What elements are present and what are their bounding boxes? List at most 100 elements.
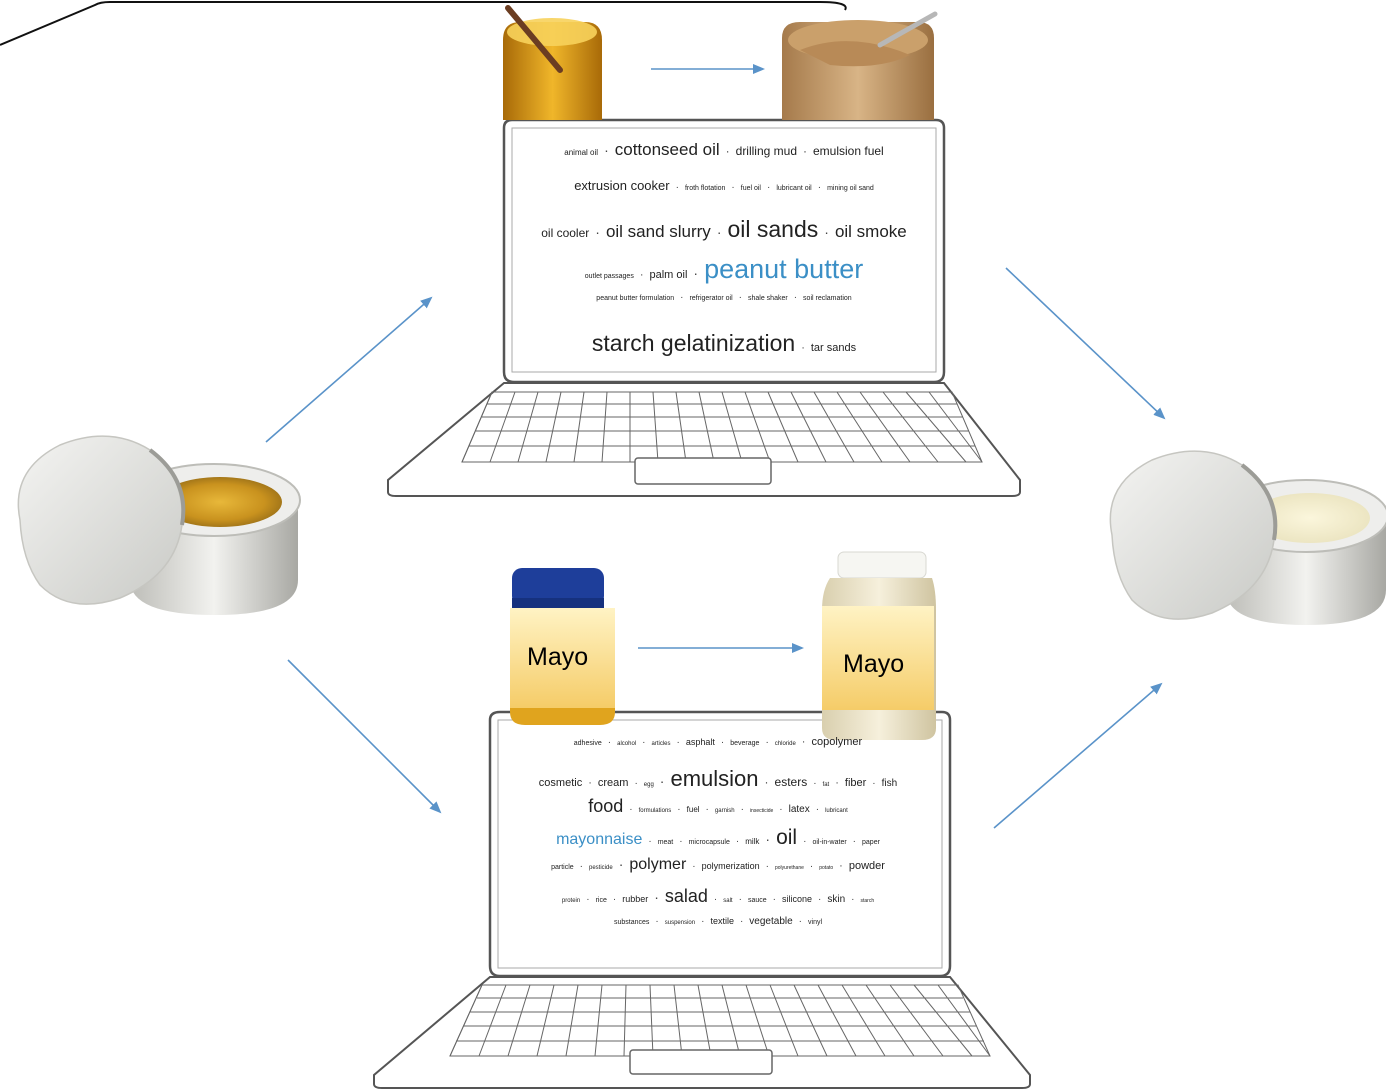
mayo-label-right-text: Mayo [843, 650, 905, 678]
word-separator: · [835, 777, 839, 789]
keyword: fuel oil [740, 185, 761, 192]
word-separator: · [817, 182, 822, 193]
word-separator: · [655, 916, 659, 927]
word-separator: · [705, 804, 709, 815]
word-cloud-line: food·formulations·fuel·garnish·insectici… [512, 796, 924, 826]
keyword: textile [710, 916, 734, 926]
word-separator: · [824, 224, 829, 240]
keyword: silicone [781, 894, 812, 904]
keyword: cream [597, 777, 629, 789]
word-separator: · [693, 265, 699, 281]
keyword: microcapsule [688, 839, 730, 846]
word-separator: · [803, 144, 807, 158]
keyword: animal oil [564, 148, 599, 157]
laptop-top-base [387, 382, 1021, 497]
keyword: emulsion fuel [813, 144, 884, 158]
keyword: starch gelatinization [591, 330, 796, 356]
word-separator: · [803, 836, 807, 847]
peanut-butter-jar [782, 11, 938, 120]
keyword: froth flotation [684, 185, 726, 192]
laptop-bottom-keyboard [449, 984, 991, 1057]
keyword: sauce [747, 897, 767, 904]
keyword: egg [643, 782, 654, 788]
keyword: vegetable [749, 916, 793, 927]
word-separator: · [764, 775, 769, 789]
keyword: substances [613, 919, 650, 926]
keyword: pesticide [589, 865, 613, 871]
keyword: emulsion [670, 766, 759, 791]
keyword: paper [862, 839, 880, 846]
keyword: fiber [844, 777, 867, 789]
word-separator: · [595, 224, 600, 240]
word-separator: · [852, 836, 857, 847]
word-separator: · [588, 777, 592, 789]
word-separator: · [725, 144, 730, 158]
cream-jar-white [1109, 450, 1386, 625]
word-separator: · [739, 916, 744, 927]
word-cloud-line: peanut butter formulation · refrigerator o… [512, 292, 936, 330]
laptop-top [387, 118, 1021, 497]
word-separator: · [872, 778, 876, 789]
mayo-label-right [822, 606, 934, 710]
keyword: soil reclamation [803, 295, 852, 302]
arrow-jar-to-bottom-laptop [287, 659, 442, 814]
keyword: tar sands [810, 342, 857, 354]
word-separator: · [618, 856, 624, 872]
arrow-bottom-laptop-to-jar [993, 682, 1163, 829]
keyword: articles [651, 741, 671, 747]
keyword: palm oil [649, 269, 688, 281]
keyword: vinyl [808, 919, 823, 926]
flow-arrows [265, 64, 1166, 829]
word-cloud-line: mayonnaise·meat·microcapsule·milk·oil·oi… [512, 826, 924, 856]
keyword-highlight: mayonnaise [556, 831, 643, 848]
word-separator: · [659, 773, 665, 789]
word-separator: · [713, 894, 718, 905]
word-separator: · [634, 778, 638, 789]
laptop-top-touchpad [634, 457, 772, 485]
arrow-jar-to-top-laptop [265, 296, 433, 443]
keyword: refrigerator oil [689, 295, 733, 302]
laptop-bottom [373, 710, 1031, 1089]
keyword: oil cooler [541, 226, 590, 240]
word-separator: · [793, 292, 798, 303]
word-separator: · [738, 894, 742, 905]
keyword: fat [822, 782, 830, 788]
keyword: polyurethane [774, 865, 804, 871]
word-separator: · [801, 342, 805, 354]
keyword: chloride [774, 741, 796, 747]
word-cloud-line: substances·suspension·textile·vegetable·… [512, 916, 924, 946]
mayo-jar-left [510, 568, 615, 725]
word-separator: · [779, 804, 783, 815]
word-separator: · [731, 182, 735, 193]
keyword: peanut butter formulation [596, 295, 675, 302]
word-separator: · [604, 142, 609, 158]
keyword: milk [745, 837, 760, 846]
word-cloud-line: animal oil·cottonseed oil·drilling mud·e… [512, 140, 936, 178]
word-separator: · [738, 292, 742, 303]
keyword: drilling mud [735, 144, 797, 158]
keyword: oil [776, 826, 798, 849]
word-separator: · [798, 916, 803, 927]
word-cloud-line: adhesive·alcohol·articles·asphalt·bevera… [512, 736, 924, 766]
keyword: suspension [664, 920, 696, 926]
keyword: oil sands [727, 216, 819, 242]
keyword: polymerization [701, 861, 760, 871]
keyword: skin [827, 894, 846, 905]
word-cloud-line: protein·rice·rubber·salad·salt·sauce·sil… [512, 886, 924, 916]
word-separator: · [642, 737, 646, 748]
keyword: alcohol [617, 741, 637, 747]
word-separator: · [629, 804, 633, 815]
word-separator: · [679, 836, 683, 847]
word-cloud-line: cosmetic·cream·egg·emulsion·esters·fat·f… [512, 766, 924, 796]
keyword: oil-in-water [812, 839, 847, 846]
keyword: copolymer [811, 736, 863, 748]
word-separator: · [801, 736, 806, 748]
keyword: starch [860, 898, 875, 904]
word-cloud-bottom: adhesive·alcohol·articles·asphalt·bevera… [512, 736, 924, 946]
word-separator: · [639, 269, 644, 281]
word-separator: · [809, 861, 814, 872]
keyword: asphalt [685, 737, 715, 747]
callout-border [0, 1, 847, 46]
word-separator: · [851, 894, 855, 905]
word-separator: · [648, 836, 652, 847]
